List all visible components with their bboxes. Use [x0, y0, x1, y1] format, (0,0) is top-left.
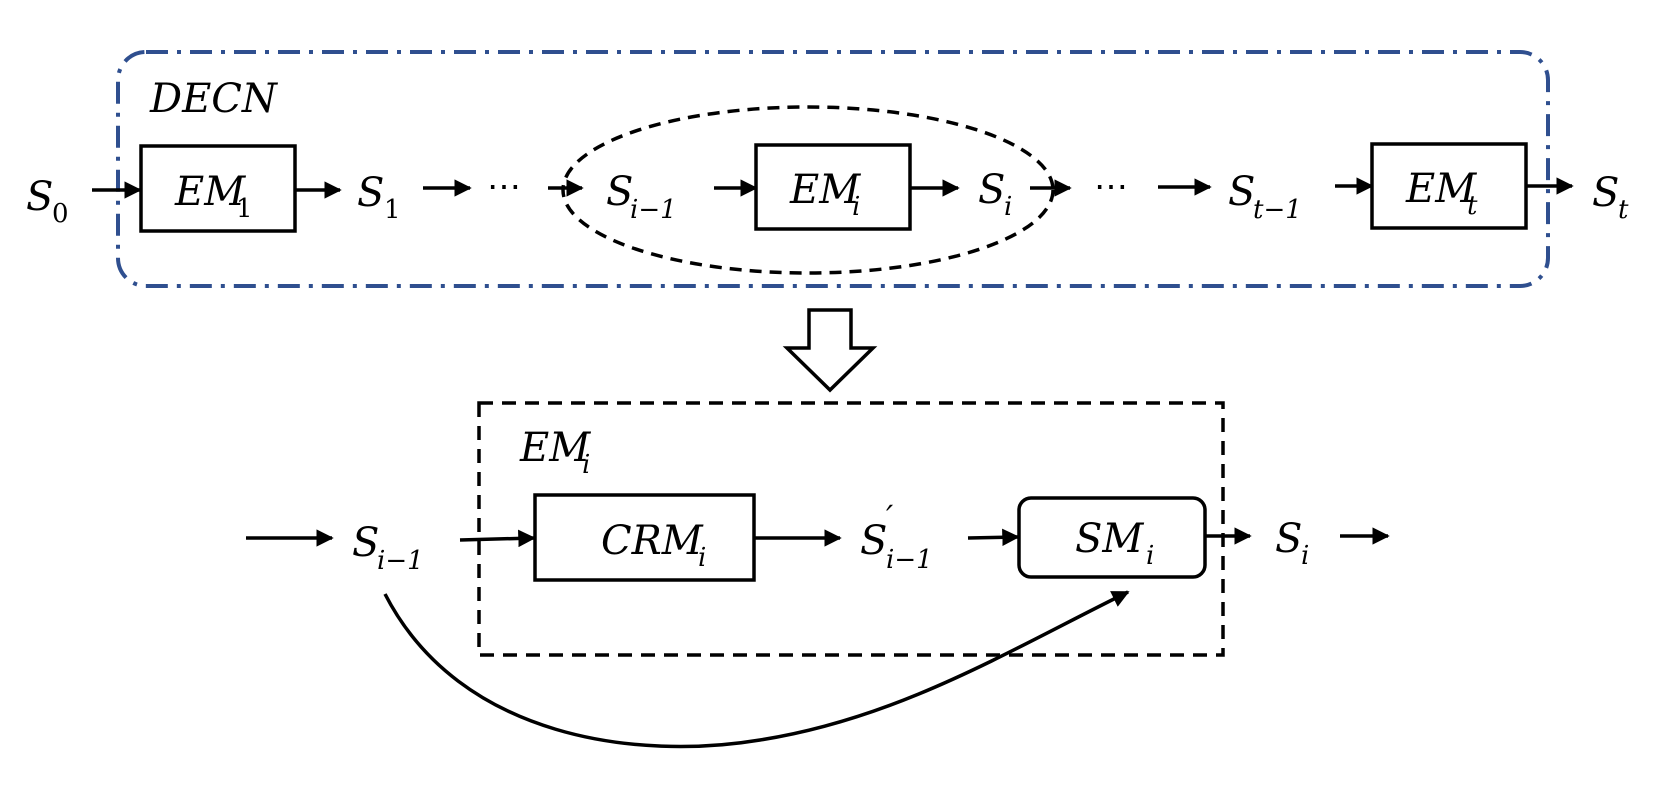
svg-text:S: S: [357, 170, 384, 216]
detail-input-symbol: S i−1: [352, 520, 424, 576]
arrow-sprime-sm: [967, 528, 1020, 547]
emt-label: EM t: [1405, 166, 1478, 221]
svg-text:S: S: [978, 167, 1005, 213]
svg-text:i: i: [1146, 541, 1154, 571]
decn-container: [116, 50, 1550, 288]
s0-symbol: S 0: [26, 174, 69, 229]
s-i-symbol: S i: [978, 167, 1012, 222]
ellipsis-2: ⋯: [1094, 167, 1128, 207]
decn-label: DECN: [149, 76, 279, 122]
s-t-minus-1-symbol: S t−1: [1228, 169, 1302, 225]
svg-text:t: t: [1467, 191, 1478, 221]
svg-text:i−1: i−1: [377, 546, 424, 576]
svg-text:i−1: i−1: [630, 195, 677, 225]
svg-text:S: S: [26, 174, 53, 220]
svg-text:S: S: [606, 169, 633, 215]
sm-label: SM i: [1075, 516, 1154, 571]
detail-output-symbol: S i: [1275, 516, 1309, 571]
svg-text:S: S: [860, 518, 887, 564]
s1-symbol: S 1: [357, 170, 401, 225]
svg-text:1: 1: [384, 195, 401, 225]
svg-text:′: ′: [886, 498, 894, 536]
s-t-symbol: S t: [1592, 170, 1629, 225]
svg-text:i: i: [582, 450, 590, 480]
svg-text:1: 1: [236, 194, 253, 224]
svg-text:i: i: [698, 543, 706, 573]
svg-text:0: 0: [52, 199, 69, 229]
svg-text:i: i: [1301, 541, 1309, 571]
svg-text:EM: EM: [789, 167, 861, 213]
focus-ellipse: [561, 105, 1055, 275]
emi-detail-label: EM i: [519, 425, 591, 480]
emi-label: EM i: [789, 167, 861, 222]
arrow-sim1-crm: [459, 529, 536, 548]
intermediate-symbol: S ′ i−1: [860, 498, 933, 575]
svg-text:CRM: CRM: [601, 518, 704, 564]
s-i-minus-1-symbol: S i−1: [606, 169, 677, 225]
ellipsis-1: ⋯: [487, 167, 521, 207]
svg-text:EM: EM: [519, 425, 591, 471]
svg-text:t: t: [1618, 195, 1629, 225]
svg-text:SM: SM: [1075, 516, 1144, 562]
emi-detail-container: [477, 401, 1225, 657]
skip-connection-arrow: [383, 590, 1130, 749]
em1-label: EM 1: [174, 169, 253, 224]
svg-text:S: S: [1592, 170, 1619, 216]
svg-text:S: S: [1275, 516, 1302, 562]
svg-text:S: S: [1228, 169, 1255, 215]
svg-text:i−1: i−1: [886, 545, 933, 575]
svg-text:i: i: [1004, 192, 1012, 222]
svg-text:t−1: t−1: [1253, 195, 1302, 225]
svg-text:i: i: [852, 192, 860, 222]
expand-down-arrow: [782, 308, 878, 393]
crm-label: CRM i: [601, 518, 706, 573]
svg-text:EM: EM: [1405, 166, 1477, 212]
svg-text:S: S: [352, 520, 379, 566]
svg-text:EM: EM: [174, 169, 246, 215]
